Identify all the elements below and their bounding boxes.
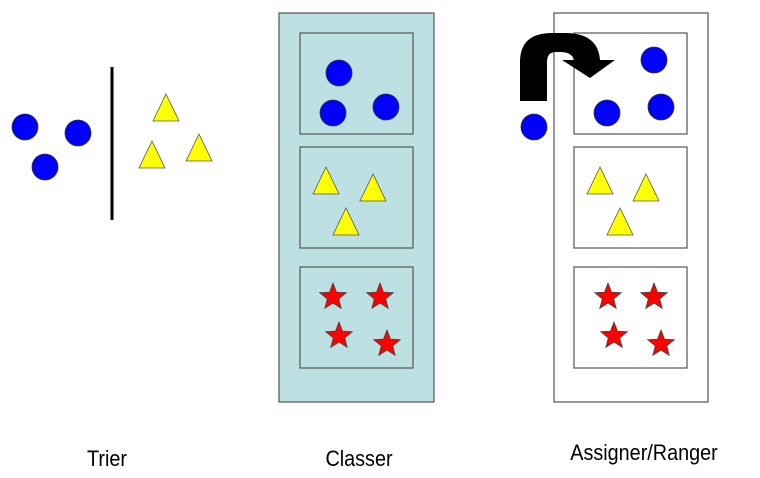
classer-star [318,281,348,310]
assigner-star [593,281,623,310]
trier-circle [64,119,92,147]
trier-label: Trier [87,446,127,471]
assigner-circle [647,93,675,121]
classer-container [278,12,435,403]
trier-triangle [138,140,166,169]
assigner-container [553,12,709,403]
assigner-triangle [632,173,660,202]
classer-star [365,281,395,310]
assigner-circle [640,46,668,74]
assigner-label: Assigner/Ranger [570,440,718,465]
classer-bin-circles [299,32,414,135]
classer-star [372,328,402,357]
trier-triangle [152,93,180,122]
classer-bin-triangles [299,146,414,249]
classer-label: Classer [325,446,393,471]
curved-arrow-icon [520,33,615,101]
incoming-circle [520,113,548,141]
assigner-star [646,328,676,357]
trier-triangle [185,133,213,162]
classer-circle [372,93,400,121]
assigner-triangle [586,166,614,195]
classer-bin-stars [299,266,414,369]
classer-circle [319,99,347,127]
classer-triangle [332,207,360,236]
assigner-star [599,320,629,349]
assigner-triangle [606,207,634,236]
assigner-bin-circles [573,32,688,135]
assigner-bin-stars [573,266,688,369]
trier-circle [31,153,59,181]
classer-star [324,320,354,349]
classer-circle [325,59,353,87]
assigner-bin-triangles [573,146,688,249]
trier-circle [11,113,39,141]
assigner-star [639,281,669,310]
classer-triangle [312,166,340,195]
classer-triangle [359,173,387,202]
assigner-circle [593,99,621,127]
